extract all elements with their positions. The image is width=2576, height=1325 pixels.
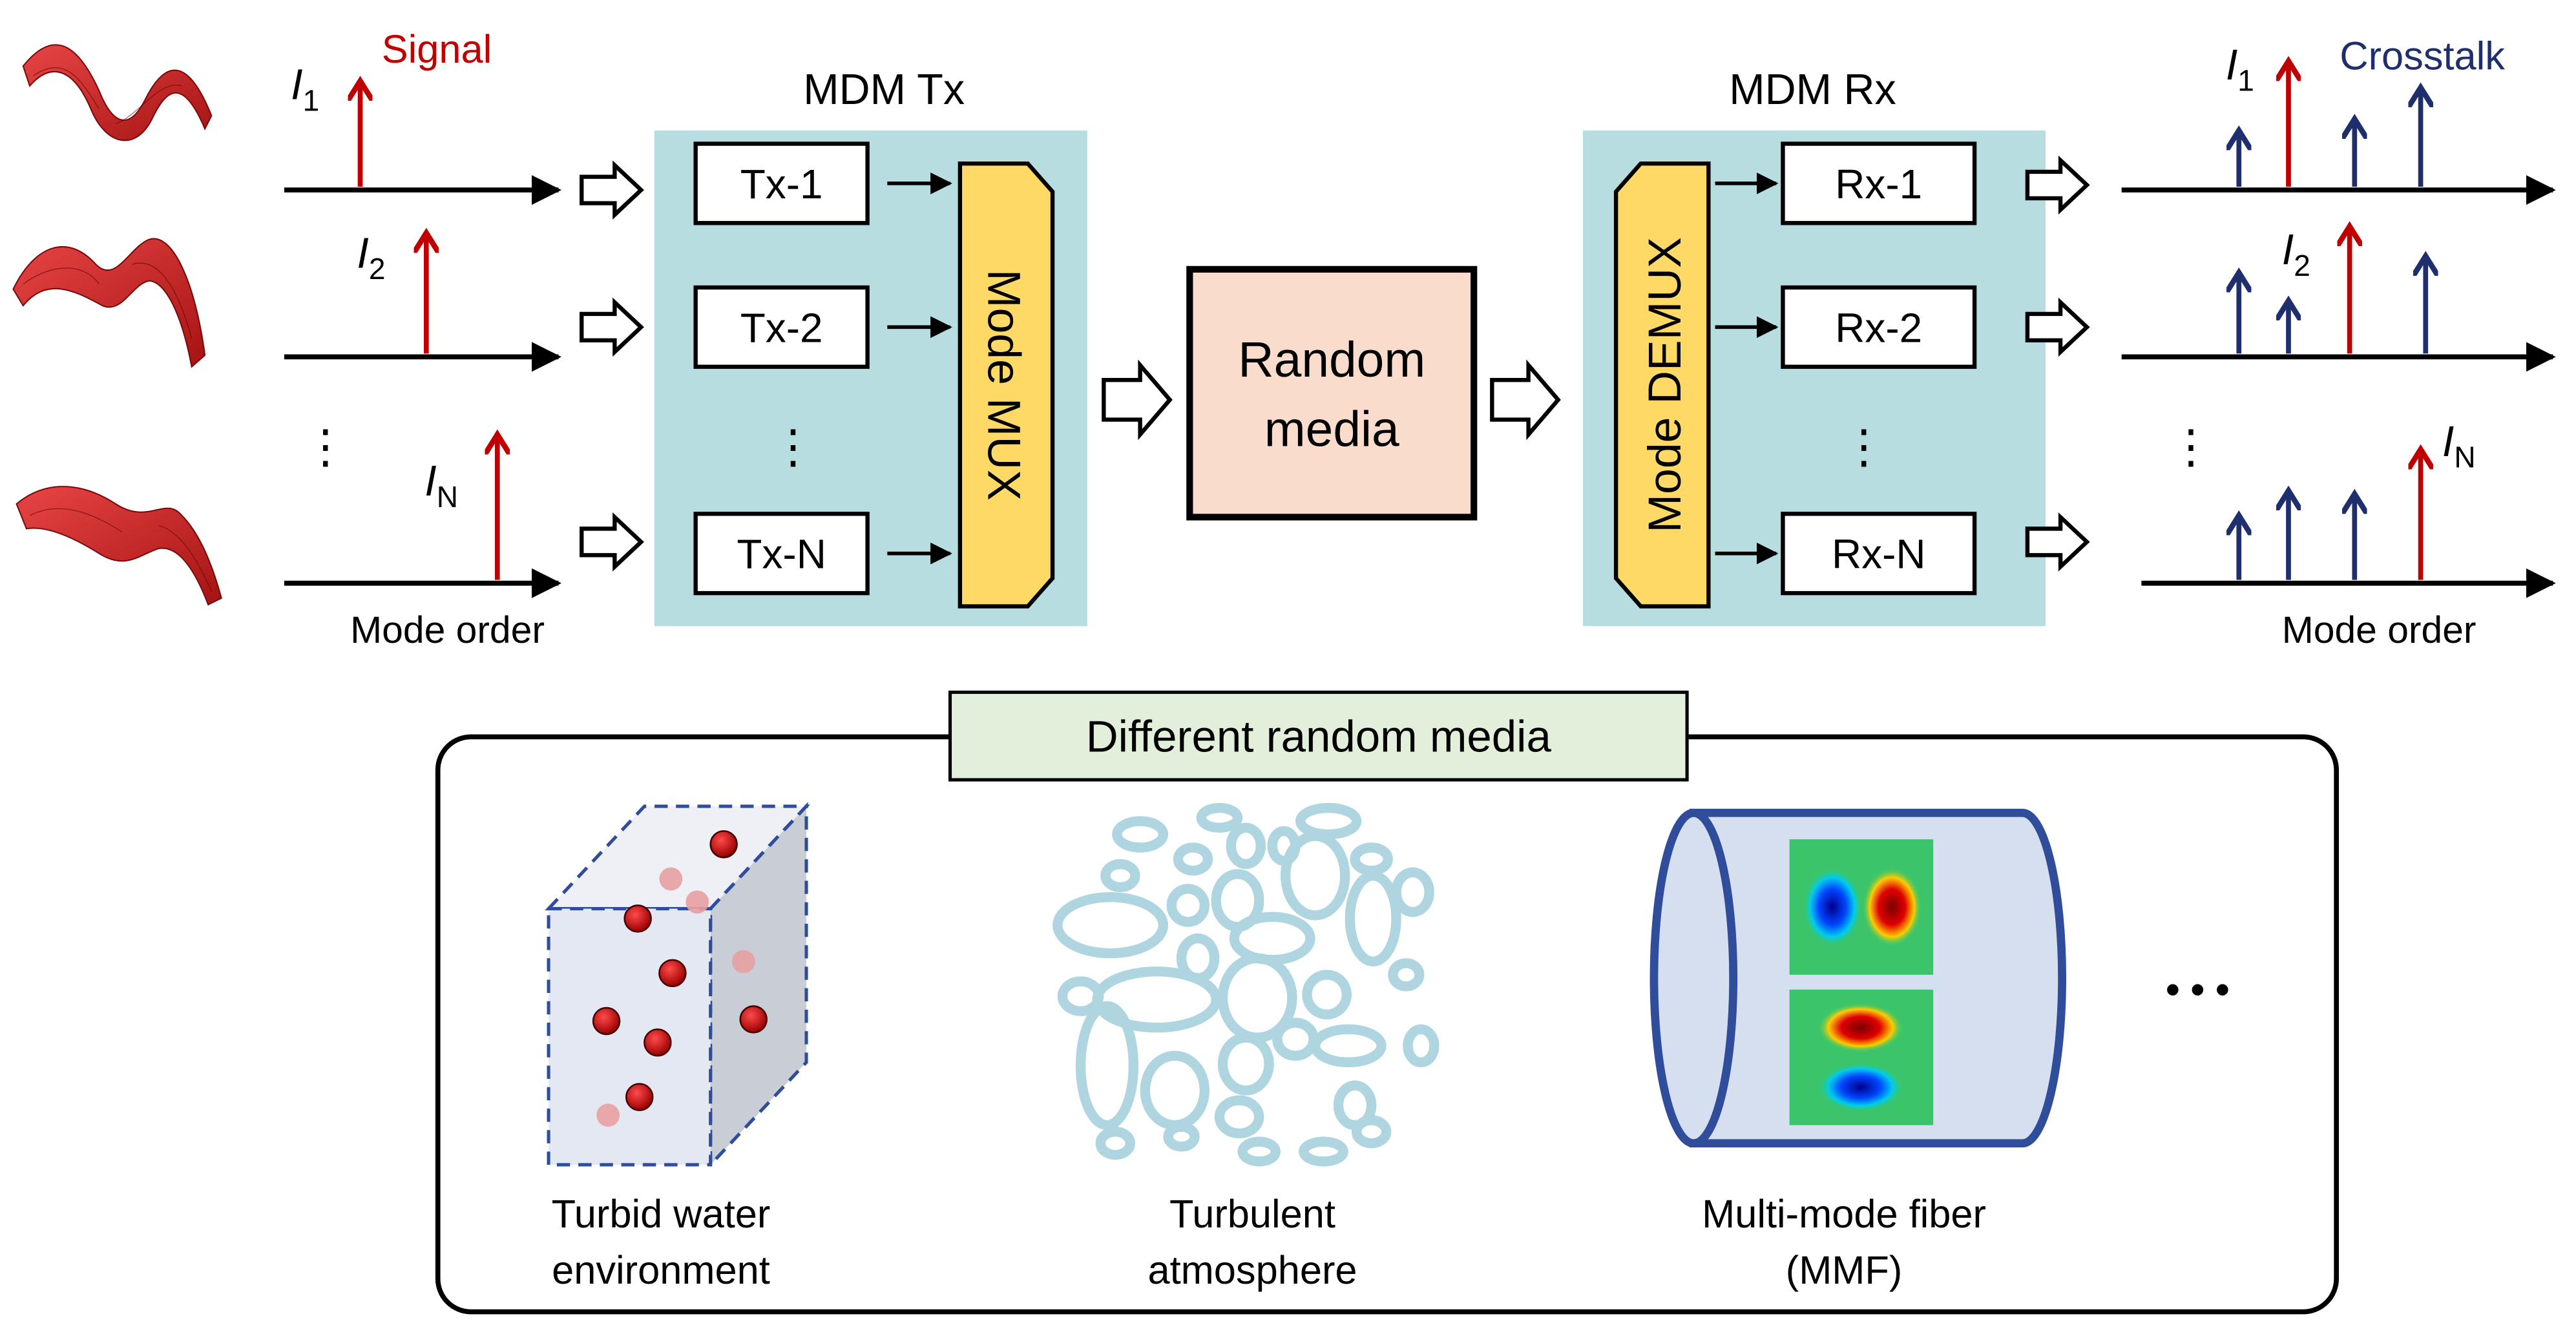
mdm-rx: MDM Rx Mode DEMUX Rx-1 Rx-2 ⋮ Rx-N [1582,66,2046,627]
arrow-tx-to-medium [1102,359,1173,441]
medium-label-2: media [1264,402,1399,457]
atmosphere-label-2: atmosphere [1147,1248,1357,1293]
right-label-i1: I1 [2226,41,2254,98]
label-in: IN [424,457,458,514]
mode-demux-label: Mode DEMUX [1639,237,1691,533]
label-i1: I1 [291,61,319,117]
multimode-fiber: Multi-mode fiber (MMF) [1649,808,2067,1293]
label-i2: I2 [357,229,385,286]
right-crosstalk-axes: I1 Crosstalk I2 ⋮ IN Mode order [2121,34,2556,651]
right-label-i2: I2 [2282,226,2310,282]
rx-dots: ⋮ [1841,421,1887,473]
mode-beam-image-1 [22,44,213,141]
tx-box-n-label: Tx-N [737,531,826,578]
tx-box-2-label: Tx-2 [740,304,823,351]
tx-box-2 [693,285,870,369]
more-media-ellipsis: • • • [2166,967,2230,1012]
mode-profile-lp11-horizontal [1789,839,1934,975]
rx-box-2 [1781,285,1977,369]
left-xlabel: Mode order [350,609,545,651]
mmf-label-2: (MMF) [1786,1248,1903,1293]
rx-box-1 [1781,141,1977,225]
mdm-tx: MDM Tx Tx-1 Tx-2 ⋮ Tx-N Mode MUX [654,66,1087,627]
turbid-water-label-1: Turbid water [552,1192,771,1236]
output-block-arrows [2025,155,2090,572]
tx-box-1 [693,141,870,225]
tx-dots: ⋮ [770,421,817,473]
rx-title: MDM Rx [1729,66,1896,114]
crosstalk-label: Crosstalk [2340,34,2505,78]
random-media-block: Random media [1186,266,1478,521]
tx-box-1-label: Tx-1 [740,161,823,207]
turbid-water-label-2: environment [552,1248,770,1293]
rx-box-n-label: Rx-N [1832,531,1926,578]
signal-label: Signal [382,27,492,72]
mode-mux-label: Mode MUX [978,269,1029,501]
mode-demux-block [1613,161,1711,609]
right-xlabel: Mode order [2282,609,2477,651]
mmf-label-1: Multi-mode fiber [1702,1192,1986,1236]
mode-beam-image-3 [16,486,222,606]
input-block-arrows [580,160,644,572]
tx-title: MDM Tx [803,66,965,114]
right-vertical-dots: ⋮ [2168,421,2214,473]
turbid-water-cube: Turbid water environment [545,802,810,1293]
mode-profile-lp11-vertical [1789,989,1934,1125]
rx-box-n [1781,512,1977,596]
rx-box-1-label: Rx-1 [1835,161,1922,207]
mode-mux-block [958,161,1055,609]
left-signal-axes: I1 Signal I2 ⋮ IN Mode order [284,27,562,651]
turbulent-atmosphere: Turbulent atmosphere [1052,802,1440,1293]
mode-beam-image-2 [12,238,206,368]
rx-box-2-label: Rx-2 [1835,304,1922,351]
right-label-in: IN [2442,418,2476,474]
left-vertical-dots: ⋮ [302,421,349,473]
medium-label-1: Random [1238,333,1425,388]
media-panel-title: Different random media [1086,711,1552,762]
atmosphere-label-1: Turbulent [1169,1192,1335,1236]
tx-box-n [693,512,870,596]
arrow-medium-to-rx [1490,359,1561,441]
